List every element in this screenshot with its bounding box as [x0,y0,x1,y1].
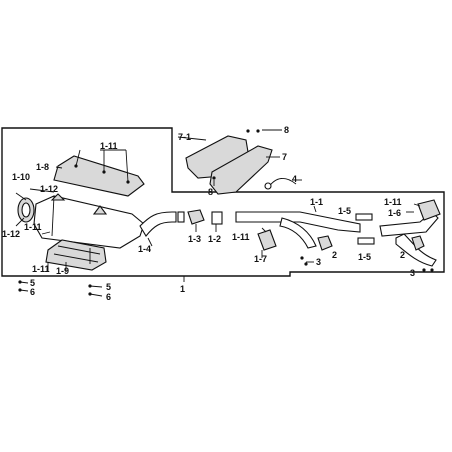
label-6-left: 6 [30,287,35,297]
label-3-mid: 3 [316,257,321,267]
label-1-6: 1-6 [388,208,401,218]
label-1-12-b: 1-12 [2,229,20,239]
muffler-body [33,195,145,249]
label-7: 7 [282,152,287,162]
label-1: 1 [180,284,185,294]
label-1-11-right: 1-11 [384,197,402,207]
clamp-1-5-lower [357,237,375,245]
pipe-bracket-1-7 [257,229,277,251]
label-1-11-lower: 1-11 [32,264,50,274]
front-pipe-1-1 [235,211,361,233]
label-1-10: 1-10 [12,172,30,182]
label-1-5-a: 1-5 [338,206,351,216]
label-5-mid: 5 [106,282,111,292]
pipe-1-4 [139,211,177,237]
label-5-left: 5 [30,278,35,288]
heat-shield-7 [209,145,273,195]
label-2-mid: 2 [332,250,337,260]
rear-pipe-1-6 [379,211,439,237]
muffler-lower-shield-1-9 [45,239,107,271]
label-1-9: 1-9 [56,266,69,276]
label-7-1: 7-1 [178,132,191,142]
label-1-11-top: 1-11 [100,141,118,151]
gasket-2-right [411,235,425,251]
clamp-1-5-upper [355,213,373,221]
label-8-bottom: 8 [208,187,213,197]
gasket-1-2 [211,211,223,225]
muffler-upper-shield-1-8 [53,155,145,197]
label-6-mid: 6 [106,292,111,302]
assembly-1-frame [1,127,445,277]
label-1-8: 1-8 [36,162,49,172]
bolt-icon [212,176,216,180]
label-2-right: 2 [400,250,405,260]
muffler-bracket [92,205,108,215]
bolt-icon [256,129,260,133]
label-1-12-a: 1-12 [40,184,58,194]
label-1-5-b: 1-5 [358,252,371,262]
label-1-7: 1-7 [254,254,267,264]
label-3-right: 3 [410,268,415,278]
label-1-3: 1-3 [188,234,201,244]
gasket-2-mid [317,235,333,251]
label-1-1: 1-1 [310,197,323,207]
label-1-4: 1-4 [138,244,151,254]
label-1-11-mid: 1-11 [232,232,250,242]
clamp-1-3 [187,209,205,225]
label-1-2: 1-2 [208,234,221,244]
label-1-11-left: 1-11 [24,222,42,232]
label-8-top: 8 [284,125,289,135]
label-4: 4 [292,174,297,184]
bolt-icon [246,129,250,133]
